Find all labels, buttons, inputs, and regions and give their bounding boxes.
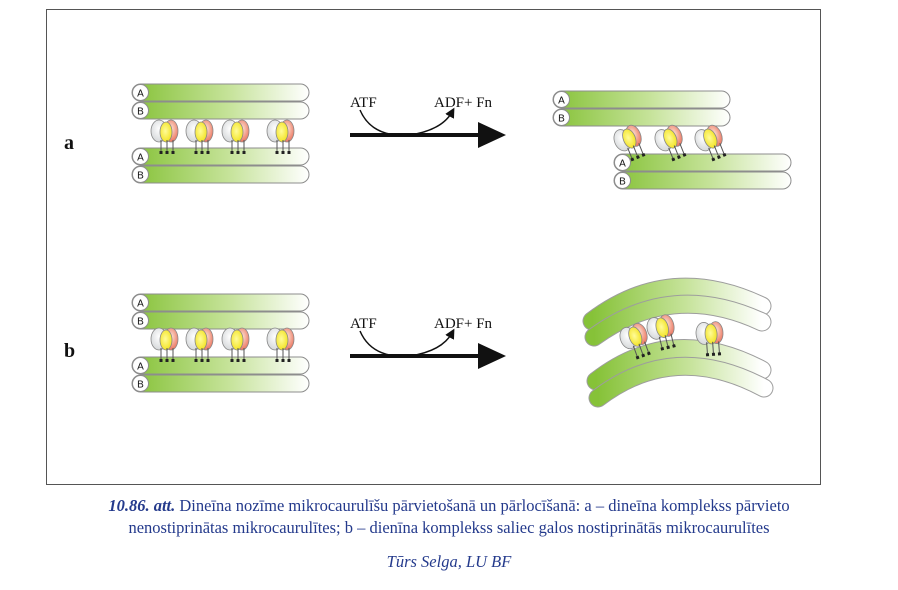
tubule-b: B — [613, 171, 792, 190]
bent-doublet-upper — [582, 277, 772, 347]
products-label-b: ADF+ Fn — [434, 316, 493, 332]
dynein-arm — [613, 124, 646, 162]
dynein-arm — [185, 327, 214, 362]
tube-label: B — [137, 170, 144, 181]
dynein-arm — [185, 119, 214, 154]
dynein-arm — [266, 119, 295, 154]
figure-frame — [46, 9, 821, 485]
doublet-lower: AB — [613, 153, 792, 190]
tubule-a: A — [613, 153, 792, 172]
tube-label: A — [137, 152, 144, 163]
tubule-a: A — [131, 83, 310, 102]
tube-label: A — [137, 88, 144, 99]
tube-label: B — [558, 113, 565, 124]
dynein-arm — [654, 124, 687, 162]
tubule-b: B — [131, 311, 310, 330]
dynein-arm — [695, 321, 724, 357]
tubule-b: B — [131, 374, 310, 393]
figure-author: Tūrs Selga, LU BF — [386, 552, 512, 571]
tube-label: A — [137, 361, 144, 372]
reactant-label-a: ATF — [350, 95, 377, 111]
tubule-a: A — [131, 147, 310, 166]
tube-label: A — [558, 95, 565, 106]
caption-line-2: nenostiprinātas mikrocaurulītes; b – die… — [128, 518, 770, 537]
doublet-upper: AB — [131, 83, 310, 120]
tubule-b: B — [131, 165, 310, 184]
dynein-arm — [221, 119, 250, 154]
dynein-arm — [619, 322, 651, 360]
panel-label-a: a — [64, 132, 74, 154]
dynein-arm — [266, 327, 295, 362]
tube-label: B — [137, 106, 144, 117]
doublet-upper: AB — [131, 293, 310, 330]
dynein-arm — [221, 327, 250, 362]
tube-label: B — [137, 379, 144, 390]
products-label-a: ADF+ Fn — [434, 95, 493, 111]
tubule-a: A — [131, 356, 310, 375]
doublet-lower: AB — [131, 356, 310, 393]
figure-caption: 10.86. att. Dineīna nozīme mikrocaurulīš… — [0, 495, 898, 539]
tubule-b: B — [552, 108, 731, 127]
reaction-arrow-b: ATF ADF+ Fn — [350, 316, 506, 369]
tubule-a: A — [552, 90, 731, 109]
dynein-arm — [694, 124, 727, 162]
dynein-group-b-right — [619, 314, 724, 360]
bent-doublet-lower — [586, 339, 774, 408]
reaction-arrow-a: ATF ADF+ Fn — [350, 95, 506, 148]
tubule-b: B — [131, 101, 310, 120]
tube-label: B — [619, 176, 626, 187]
caption-number: 10.86. — [108, 496, 150, 515]
tube-label: A — [137, 298, 144, 309]
caption-att: att. — [153, 496, 176, 515]
doublet-lower: AB — [131, 147, 310, 184]
dynein-arm — [646, 314, 676, 351]
panel-label-b: b — [64, 340, 75, 362]
caption-line-1: Dineīna nozīme mikrocaurulīšu pārvietoša… — [179, 496, 790, 515]
tubule-a: A — [131, 293, 310, 312]
dynein-arm — [150, 119, 179, 154]
tube-label: B — [137, 316, 144, 327]
reactant-label-b: ATF — [350, 316, 377, 332]
dynein-arm — [150, 327, 179, 362]
doublet-upper: AB — [552, 90, 731, 127]
tube-label: A — [619, 158, 626, 169]
